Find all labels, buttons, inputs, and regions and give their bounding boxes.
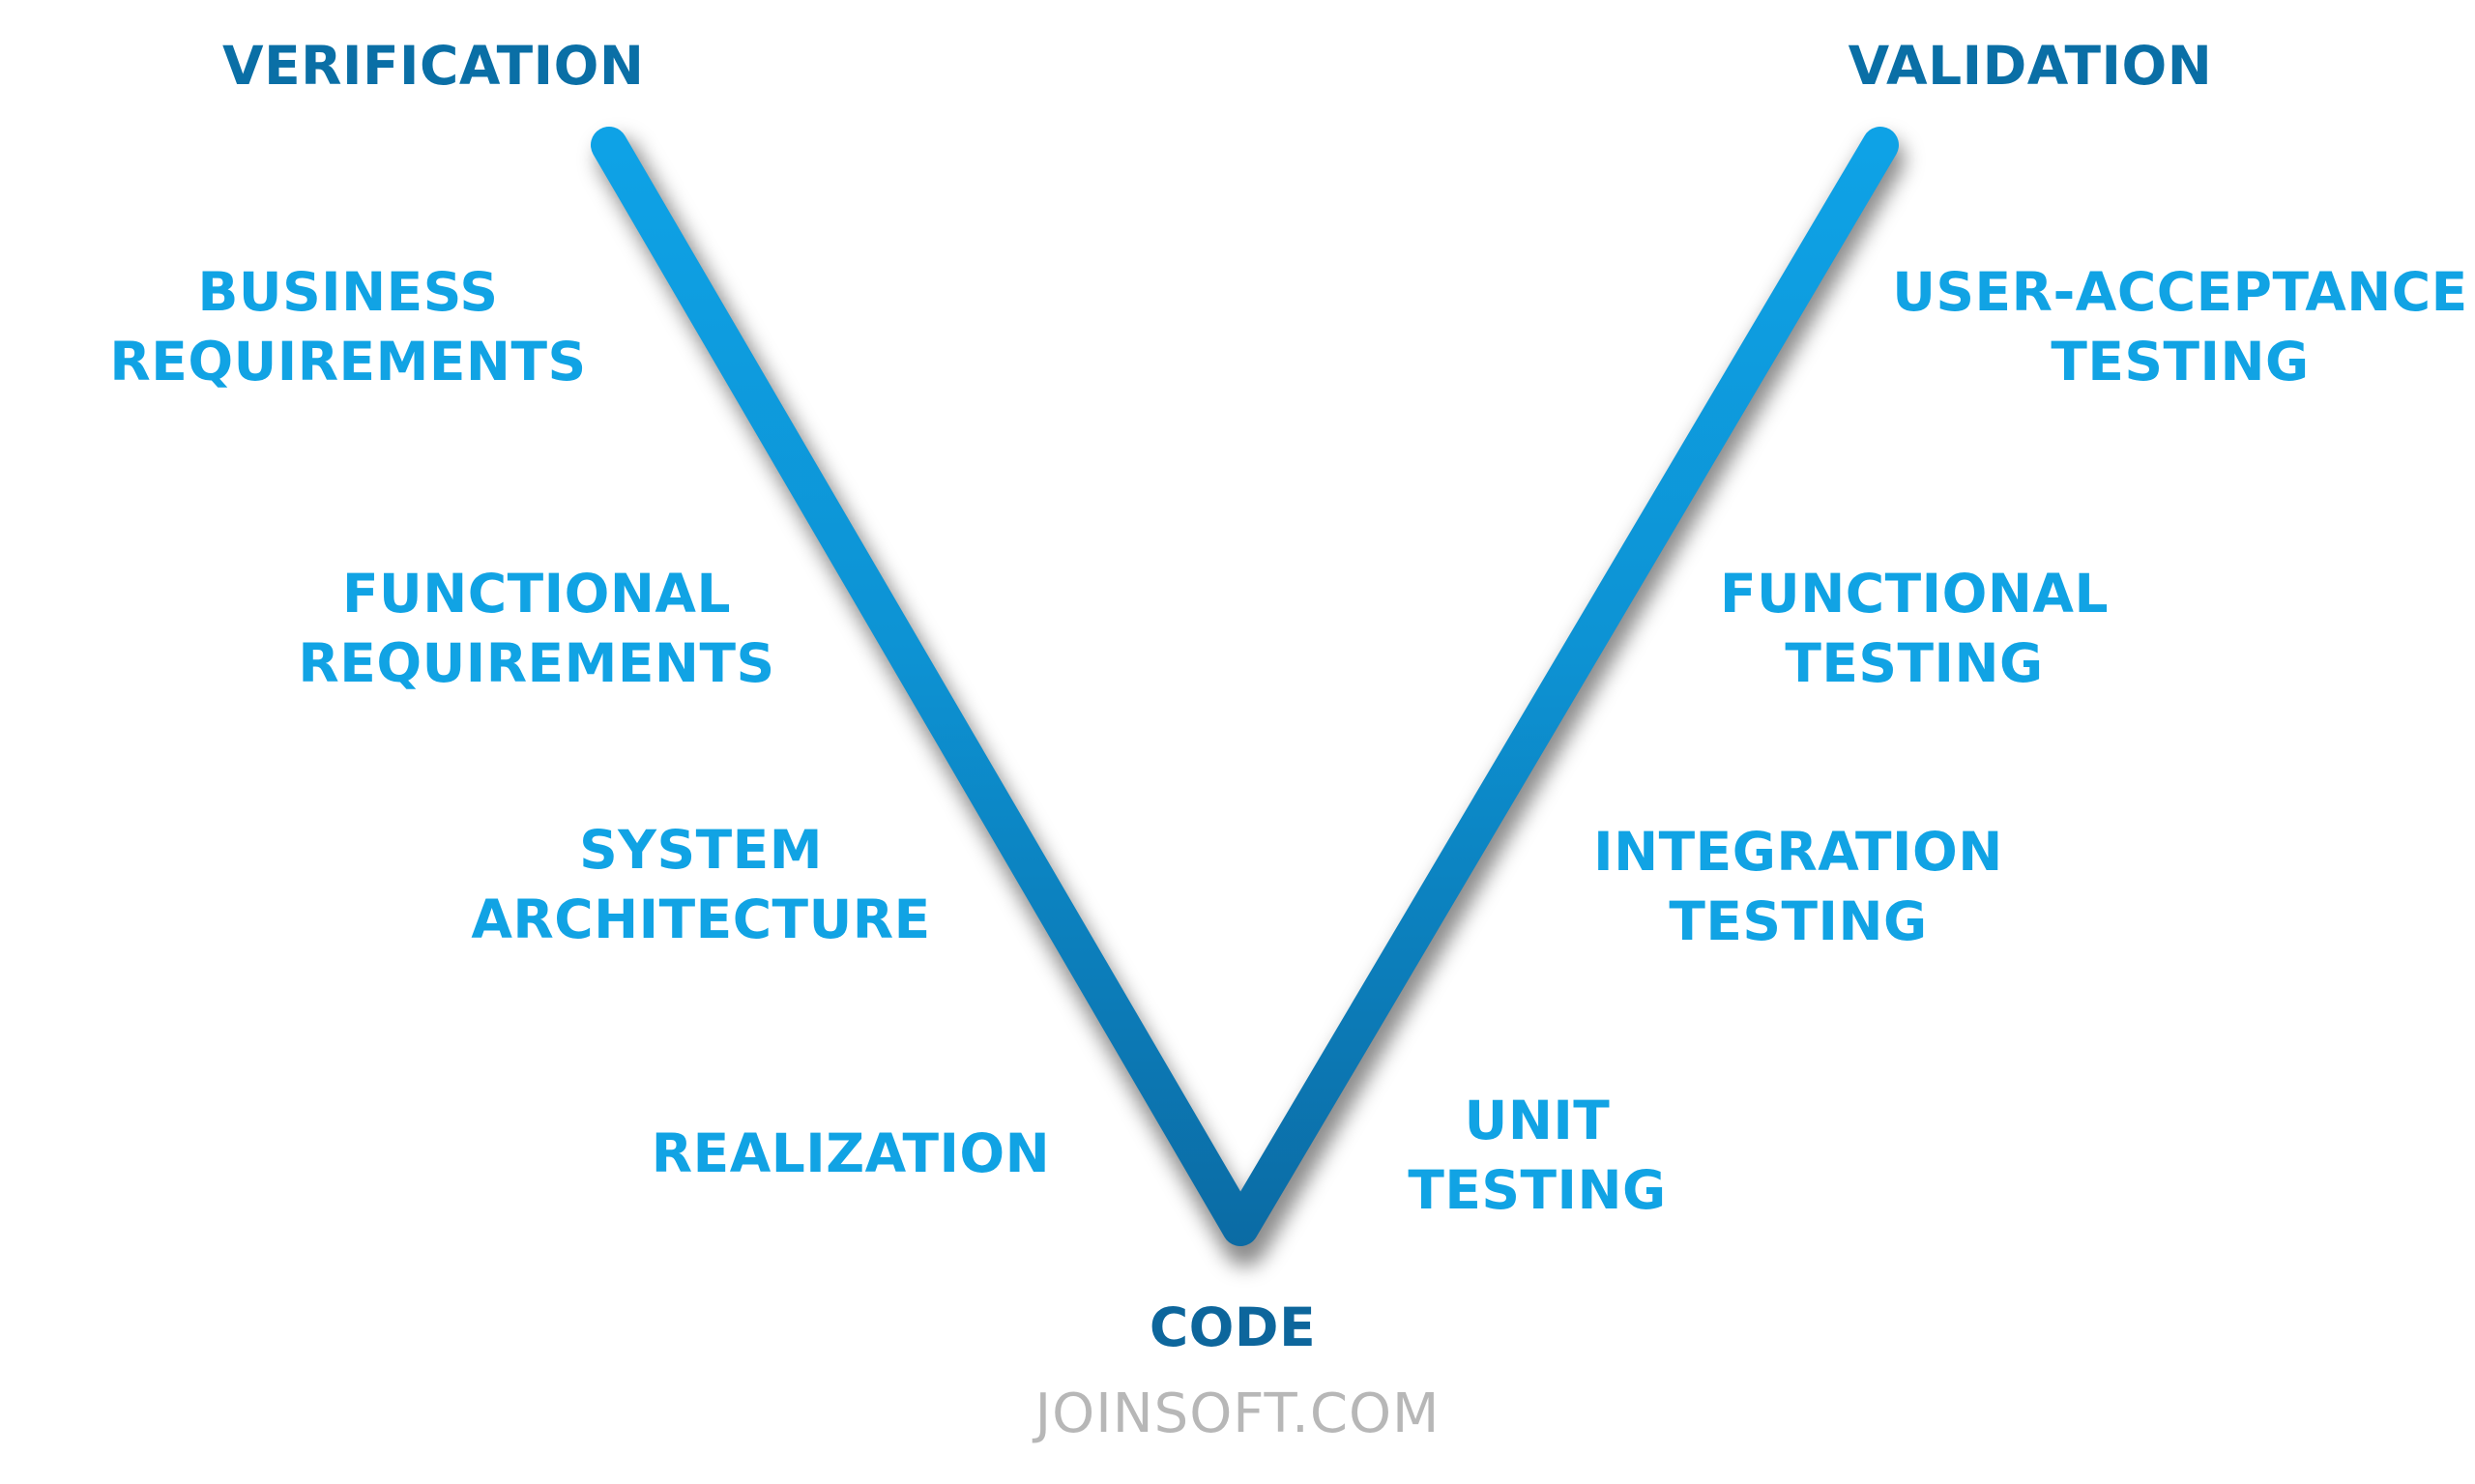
stage-line: TESTING (2051, 331, 2310, 393)
stage-line: USER-ACCEPTANCE (1892, 261, 2468, 323)
v-shape-line (591, 127, 1899, 1246)
stage-business-requirements: BUSINESS REQUIREMENTS (106, 257, 590, 396)
validation-heading: VALIDATION (1848, 35, 2213, 97)
stage-line: TESTING (1408, 1159, 1667, 1221)
stage-line: FUNCTIONAL (341, 563, 731, 625)
stage-line: UNIT (1464, 1090, 1611, 1151)
stage-line: TESTING (1785, 632, 2044, 694)
stage-functional-requirements: FUNCTIONAL REQUIREMENTS (295, 559, 778, 698)
code-heading: CODE (1149, 1296, 1317, 1358)
verification-heading: VERIFICATION (222, 35, 645, 97)
stage-user-acceptance-testing: USER-ACCEPTANCE TESTING (1890, 257, 2470, 396)
v-shape-shadow (597, 138, 1905, 1266)
stage-line: REALIZATION (651, 1122, 1051, 1184)
stage-system-architecture: SYSTEM ARCHITECTURE (459, 815, 943, 954)
stage-integration-testing: INTEGRATION TESTING (1557, 817, 2040, 956)
stage-line: INTEGRATION (1593, 821, 2003, 883)
stage-line: SYSTEM (579, 819, 823, 881)
stage-line: TESTING (1669, 890, 1928, 952)
stage-line: REQUIREMENTS (109, 331, 587, 393)
stage-line: BUSINESS (197, 261, 499, 323)
stage-line: FUNCTIONAL (1719, 563, 2109, 625)
stage-line: ARCHITECTURE (471, 888, 931, 950)
stage-realization: REALIZATION (619, 1119, 1083, 1188)
stage-line: REQUIREMENTS (298, 632, 775, 694)
stage-functional-testing: FUNCTIONAL TESTING (1682, 559, 2146, 698)
watermark-text: JOINSOFT.COM (1034, 1382, 1441, 1445)
stage-unit-testing: UNIT TESTING (1373, 1086, 1702, 1225)
